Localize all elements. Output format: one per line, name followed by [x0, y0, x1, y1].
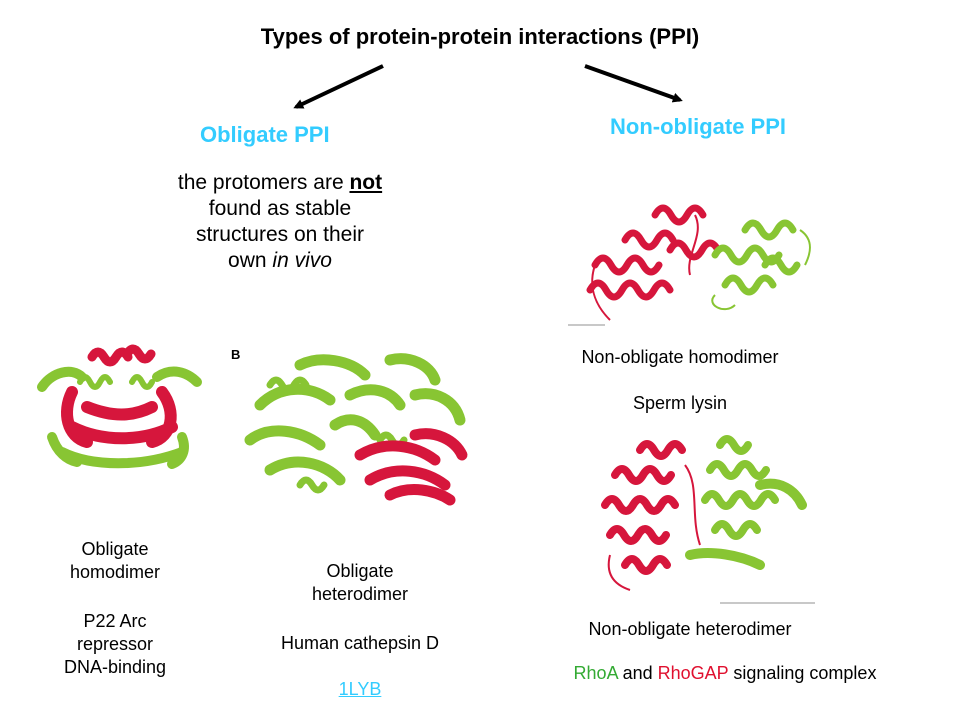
heterodimer-caption: Obligate heterodimer	[311, 561, 409, 604]
emphasis-not: not	[349, 171, 383, 194]
non-obligate-heading: Non-obligate PPI	[610, 114, 786, 139]
panel-label: B	[231, 347, 241, 362]
arrows	[293, 64, 683, 109]
homodimer-protein: P22 Arc repressor DNA-binding	[63, 611, 167, 677]
rhoa-rhogap-structure	[601, 435, 815, 604]
homodimer-caption: Obligate homodimer	[69, 539, 161, 582]
arrow-left	[293, 64, 384, 109]
nonob-heterodimer-label: Non-obligate heterodimer	[588, 619, 792, 639]
rhoa-label: RhoA	[573, 663, 618, 683]
nonob-heterodimer-name: RhoA and RhoGAP signaling complex	[573, 663, 877, 683]
obligate-description: the protomers are not found as stable st…	[177, 171, 383, 272]
page-title: Types of protein-protein interactions (P…	[260, 24, 700, 49]
cathepsin-d-structure	[244, 353, 468, 506]
rhogap-label: RhoGAP	[657, 663, 729, 683]
nonob-homodimer-label: Non-obligate homodimer	[581, 347, 779, 367]
obligate-heading: Obligate PPI	[200, 122, 330, 147]
arc-repressor-structure	[37, 344, 202, 469]
arrow-right	[584, 64, 683, 103]
heterodimer-protein: Human cathepsin D	[280, 633, 440, 653]
sperm-lysin-structure	[568, 204, 811, 326]
nonob-homodimer-name: Sperm lysin	[632, 393, 728, 413]
pdb-link-1lyb[interactable]: 1LYB	[338, 679, 382, 699]
